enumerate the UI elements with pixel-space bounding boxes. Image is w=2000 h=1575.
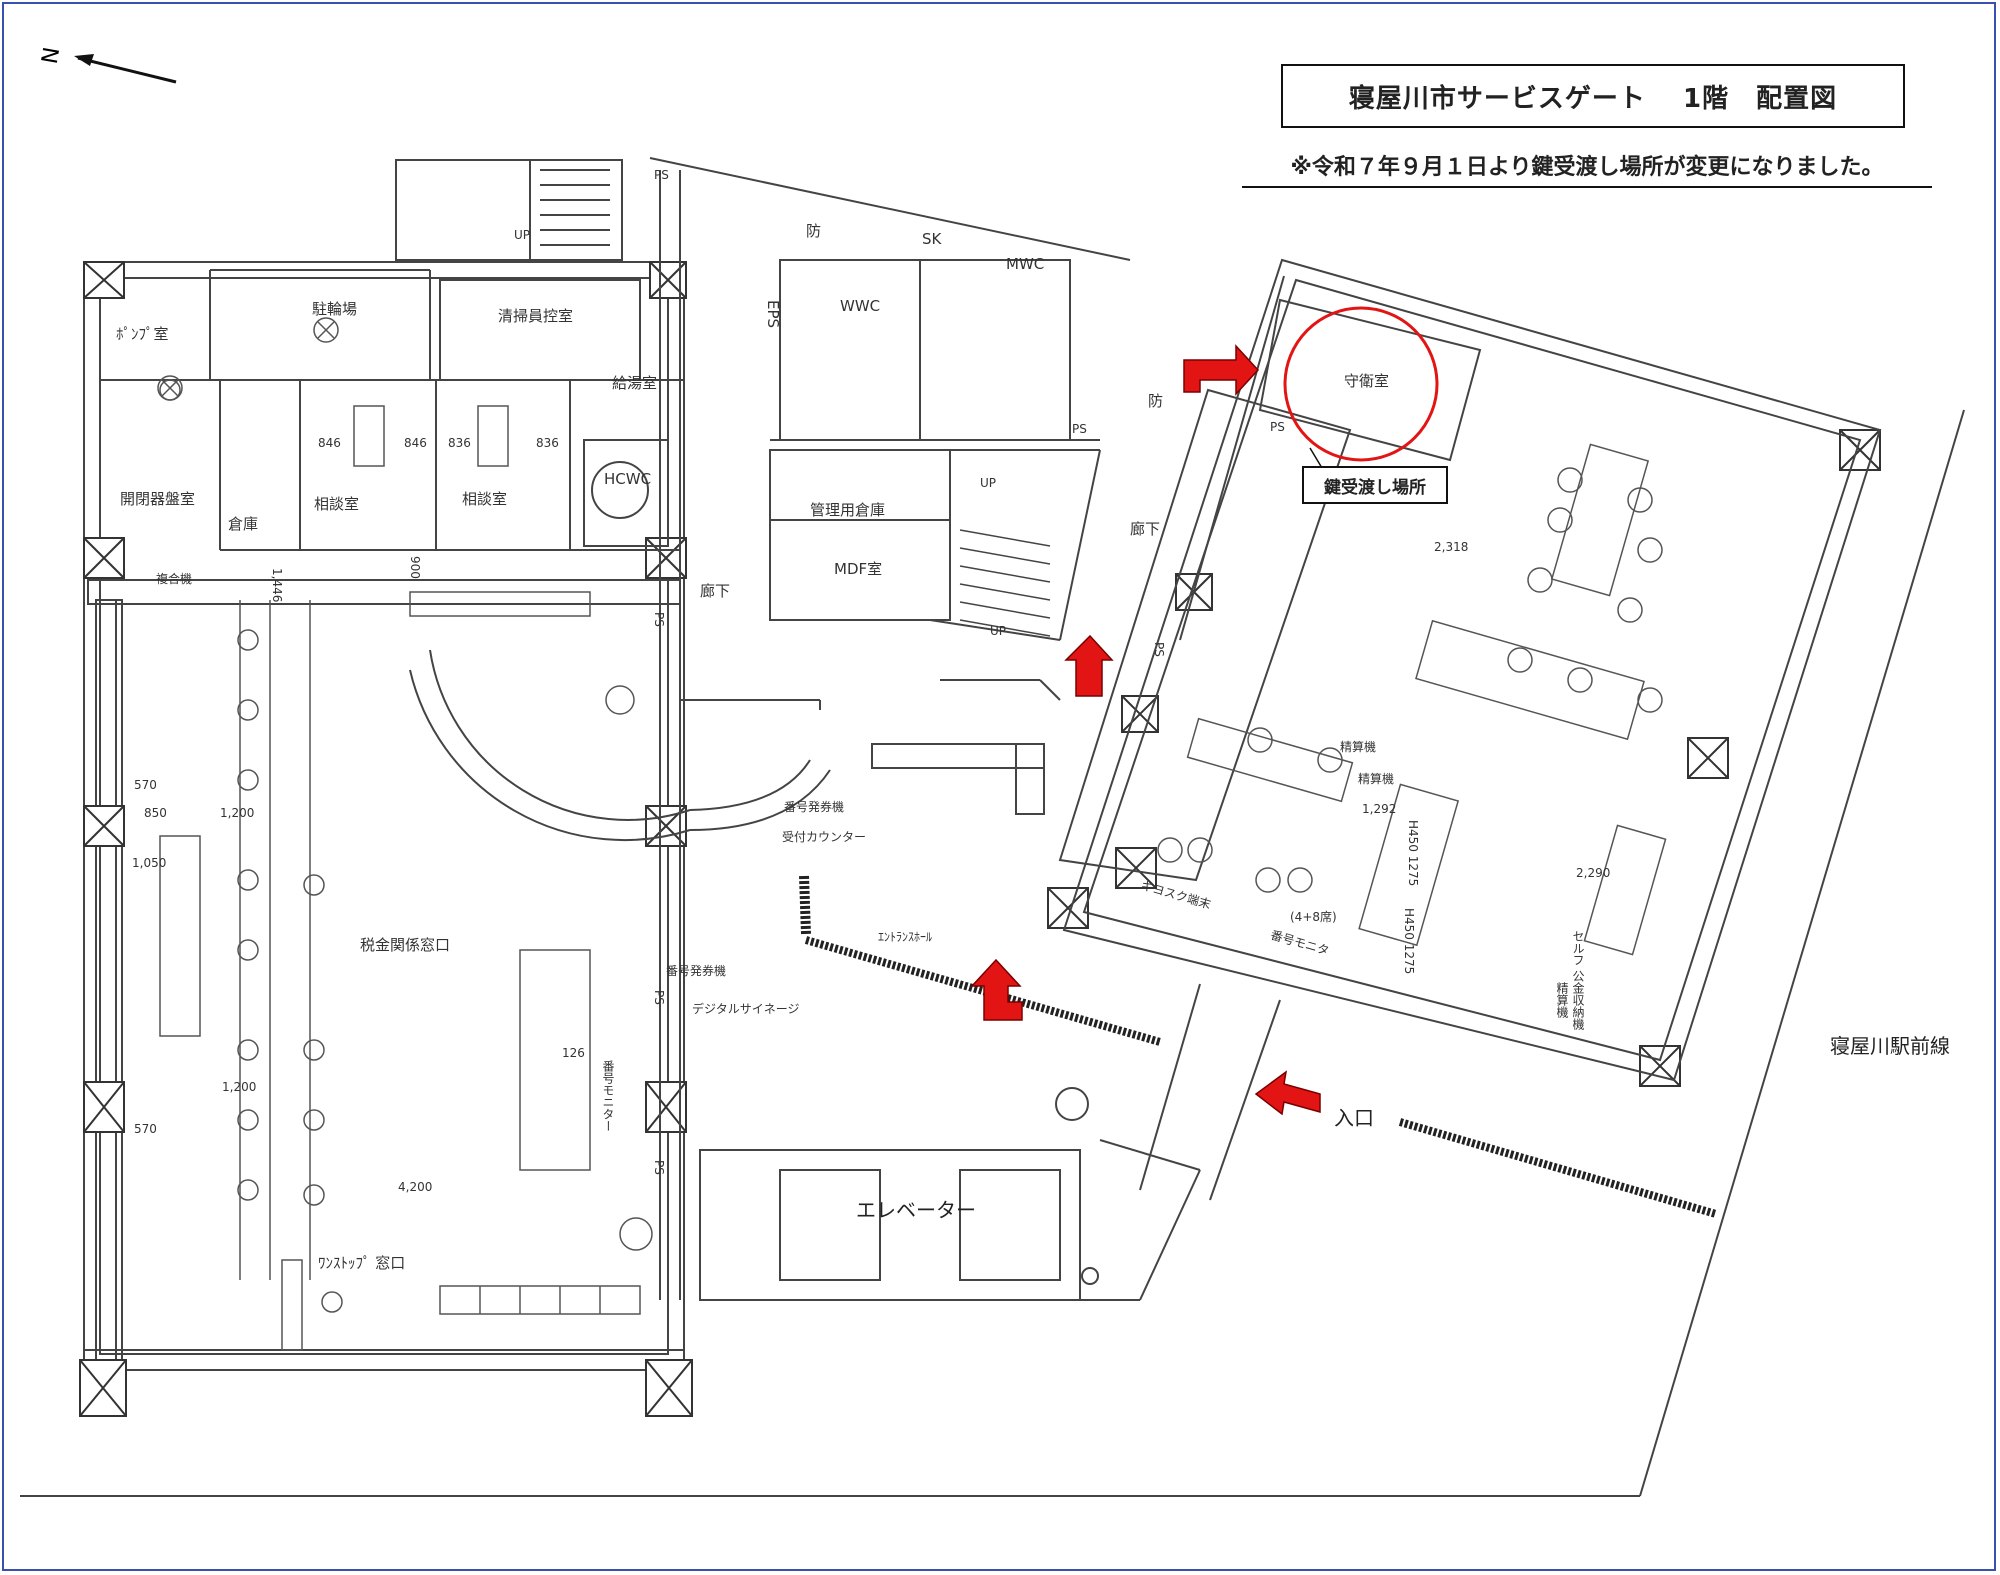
room-consult1: 相談室 (314, 495, 360, 513)
entrance-label: 入口 (1334, 1106, 1374, 1130)
key-leader-line (1309, 447, 1323, 469)
change-notice: ※令和７年９月１日より鍵受渡し場所が変更になりました。 (1242, 152, 1932, 188)
counter-h450-1: H450 1275 (1406, 820, 1420, 887)
number-ticket-1: 番号発券機 (784, 800, 845, 814)
room-tax-window: 税金関係窓口 (360, 936, 451, 954)
room-corridor1: 廊下 (700, 582, 731, 600)
settlement-machine-2: 精算機 (1358, 772, 1395, 786)
dim-846-a: 846 (318, 436, 341, 450)
room-kyuto: 給湯室 (612, 374, 658, 392)
room-switchgear: 開閉器盤室 (120, 490, 196, 508)
fire-door-1: 防 (806, 222, 822, 240)
structural-columns (79, 261, 1881, 1417)
number-monitor-1: 番号モニター (601, 1060, 615, 1132)
room-mgmt-storage: 管理用倉庫 (810, 501, 886, 519)
reception-curve (409, 649, 1045, 841)
seat-count: (4+8席) (1290, 910, 1337, 924)
room-pump: ﾎﾟﾝﾌﾟ室 (116, 325, 169, 343)
room-elevator: エレベーター (856, 1198, 976, 1222)
meeting-tables (157, 317, 509, 467)
route-arrows (970, 344, 1321, 1116)
dim-1292: 1,292 (1362, 802, 1397, 816)
room-reception: 受付カウンター (782, 830, 867, 844)
ps-7: PS (1152, 642, 1166, 657)
digital-signage: デジタルサイネージ (692, 1002, 800, 1016)
stairs-up-3: UP (990, 624, 1007, 638)
central-block (649, 157, 1131, 1300)
north-marker: N (38, 45, 65, 66)
room-bicycle: 駐輪場 (312, 300, 358, 318)
page-title: 寝屋川市サービスゲート 1階 配置図 (1281, 64, 1905, 128)
dim-2290: 2,290 (1576, 866, 1611, 880)
dim-836-a: 836 (448, 436, 471, 450)
dim-570-a: 570 (134, 778, 157, 792)
composite-machine: 複合機 (156, 572, 193, 586)
guard-room-highlight (1283, 306, 1439, 462)
room-onestop: ﾜﾝｽﾄｯﾌﾟ 窓口 (318, 1254, 406, 1272)
right-block-walls (1058, 258, 1882, 1082)
dim-900: 900 (408, 556, 422, 579)
self-pay-machine: セルフ 公金収納機 (1571, 930, 1585, 1030)
tax-window-desks (159, 591, 653, 1351)
stairs-middle (959, 529, 1051, 637)
entrance-lines (20, 409, 1965, 1497)
number-ticket-2: 番号発券機 (666, 964, 727, 978)
dim-850: 850 (144, 806, 167, 820)
stairs-up-1: UP (514, 228, 531, 242)
dim-1200-b: 1,200 (222, 1080, 257, 1094)
right-desk-clusters (1157, 443, 1667, 956)
room-hcwc: HCWC (604, 470, 652, 488)
room-wwc: WWC (840, 297, 881, 315)
ps-4: PS (652, 990, 666, 1005)
dim-126: 126 (562, 1046, 585, 1060)
dim-1200-a: 1,200 (220, 806, 255, 820)
key-handover-label: 鍵受渡し場所 (1302, 466, 1448, 504)
room-mwc: MWC (1006, 255, 1045, 273)
dim-2318: 2,318 (1434, 540, 1469, 554)
north-arrow (74, 54, 177, 84)
ps-1: PS (654, 168, 669, 182)
room-eps: EPS (764, 300, 782, 329)
dim-836-b: 836 (536, 436, 559, 450)
room-guard: 守衛室 (1344, 372, 1390, 390)
stairs-up-2: UP (980, 476, 997, 490)
tactile-paving (799, 875, 1718, 1218)
ps-5: PS (652, 1160, 666, 1175)
room-entrance-hall: ｴﾝﾄﾗﾝｽﾎｰﾙ (878, 930, 933, 944)
settlement-machine-3: 精算機 (1555, 982, 1569, 1018)
settlement-machine-1: 精算機 (1340, 740, 1377, 754)
room-corridor2: 廊下 (1130, 520, 1161, 538)
room-sk: SK (922, 230, 942, 248)
room-cleaning: 清掃員控室 (498, 307, 574, 325)
room-mdf: MDF室 (834, 560, 883, 578)
counter-h450-2: H450 1275 (1402, 908, 1416, 975)
dim-570-b: 570 (134, 1122, 157, 1136)
stairs-top (395, 159, 623, 261)
dim-846-b: 846 (404, 436, 427, 450)
fire-door-2: 防 (1148, 392, 1164, 410)
ps-6: PS (1270, 420, 1285, 434)
road-label: 寝屋川駅前線 (1830, 1034, 1950, 1058)
dim-1050: 1,050 (132, 856, 167, 870)
elevator-area (699, 1087, 1201, 1301)
ps-3: PS (652, 612, 666, 627)
room-consult2: 相談室 (462, 490, 508, 508)
ps-2: PS (1072, 422, 1087, 436)
room-storage: 倉庫 (228, 515, 259, 533)
dim-1446: 1,446 (270, 568, 284, 603)
dim-4200: 4,200 (398, 1180, 433, 1194)
